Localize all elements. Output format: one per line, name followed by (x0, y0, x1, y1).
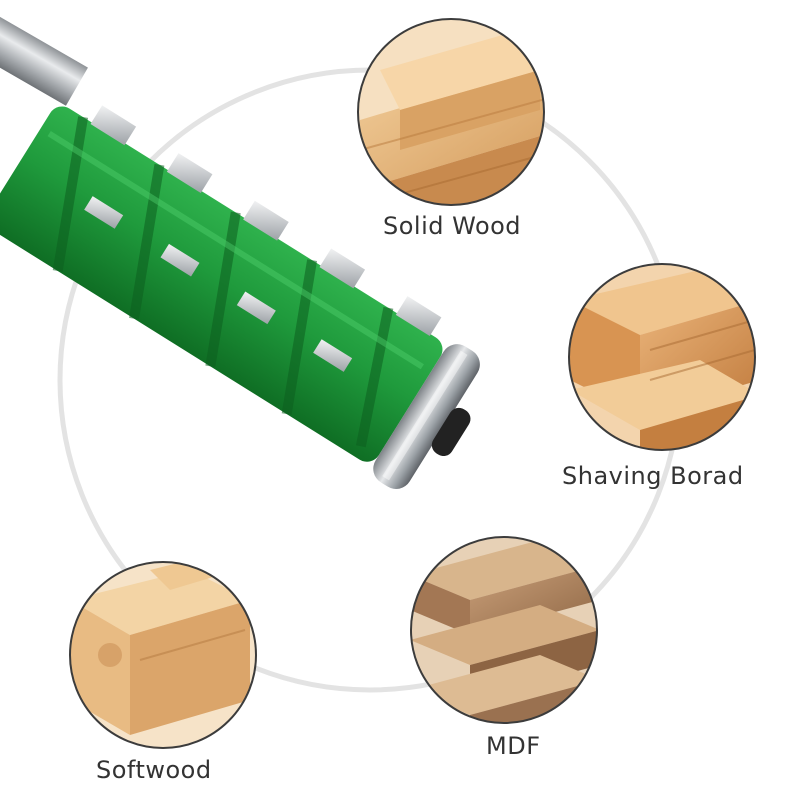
router-bit-icon (0, 0, 480, 489)
carbide-tooth (313, 339, 353, 372)
carbide-tooth (395, 296, 442, 337)
mdf-photo (410, 536, 598, 724)
material-label-shaving-board: Shaving Borad (562, 462, 744, 490)
solid-wood-photo (357, 18, 545, 206)
material-label-solid-wood: Solid Wood (383, 212, 522, 240)
carbide-tooth (319, 248, 366, 289)
carbide-tooth (243, 200, 289, 241)
softwood-photo (69, 561, 257, 749)
bit-bearing (373, 344, 480, 489)
carbide-tooth (236, 291, 276, 325)
shaving-board-photo (568, 263, 756, 451)
carbide-tooth (84, 196, 124, 229)
carbide-tooth (166, 153, 213, 193)
bit-shank (0, 0, 88, 106)
material-label-mdf: MDF (486, 732, 541, 760)
carbide-tooth (90, 105, 137, 146)
material-label-softwood: Softwood (96, 756, 212, 784)
carbide-tooth (160, 243, 200, 277)
bit-body (0, 106, 443, 462)
